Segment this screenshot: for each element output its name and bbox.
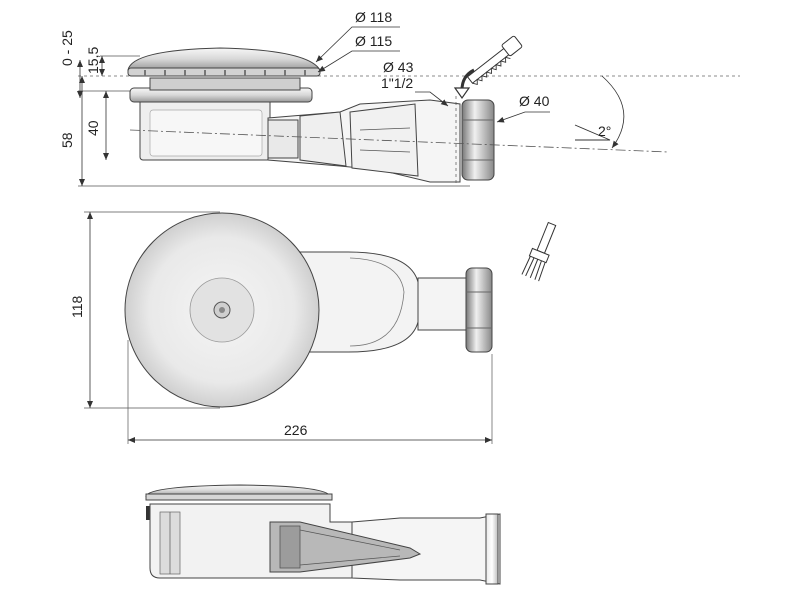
top-diameter-label: 118 xyxy=(69,295,85,318)
brush-icon xyxy=(521,221,557,282)
body-height-label: 40 xyxy=(85,120,101,136)
outlet-thread-label: 1"1/2 xyxy=(381,75,413,91)
slope-label: 2° xyxy=(598,123,611,139)
total-height-label: 58 xyxy=(59,132,75,148)
total-length-label: 226 xyxy=(284,422,308,438)
drain-cover xyxy=(127,47,321,71)
outlet-43-label: Ø 43 xyxy=(383,59,414,75)
top-view: 118 226 xyxy=(69,211,557,444)
saw-icon xyxy=(466,35,523,86)
outlet-nut xyxy=(461,99,495,181)
cover-height-label: 15,5 xyxy=(85,47,101,74)
outlet-40-label: Ø 40 xyxy=(519,93,550,109)
cutaway-cover xyxy=(145,484,331,497)
cutaway-outlet xyxy=(351,513,501,585)
cutaway-view xyxy=(145,484,501,585)
cutaway-valve xyxy=(269,521,422,573)
side-view: 2° 58 40 15,5 0 - 25 Ø 118 Ø 115 Ø 43 1"… xyxy=(59,9,740,187)
collar-diameter-label: Ø 115 xyxy=(355,33,392,49)
top-outlet-nut xyxy=(465,267,493,353)
cover-diameter-label: Ø 118 xyxy=(355,9,392,25)
height-adjust-label: 0 - 25 xyxy=(59,30,75,66)
